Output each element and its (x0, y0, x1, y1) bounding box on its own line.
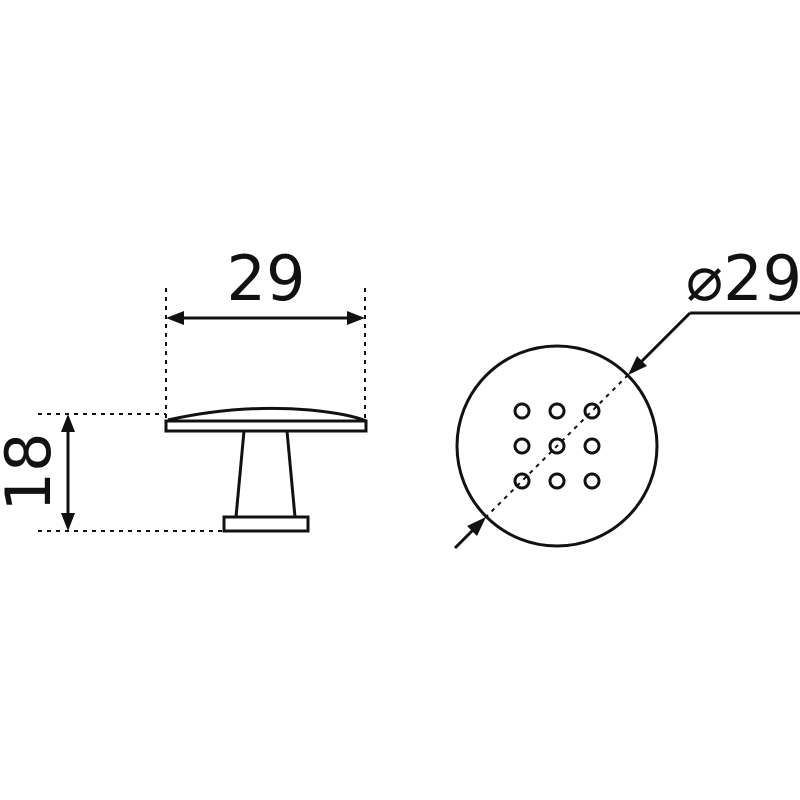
diameter-leader (638, 311, 692, 365)
knob-cap (164, 419, 368, 433)
hole (548, 472, 566, 490)
hole (548, 402, 566, 420)
hole (583, 472, 601, 490)
hole (513, 437, 531, 455)
diameter-dimension-label: ⌀29 (686, 242, 800, 315)
hole (548, 437, 566, 455)
hole (583, 402, 601, 420)
knob-cap-dome (167, 406, 367, 423)
height-arrow-bottom (61, 513, 75, 531)
knob-base (222, 515, 310, 533)
width-dimension-label: 29 (227, 242, 306, 315)
height-dimension-label: 18 (0, 433, 65, 512)
width-arrow-left (166, 311, 184, 325)
knob-face-outline (455, 344, 659, 548)
hole-pattern (513, 402, 601, 490)
width-arrow-right (347, 311, 365, 325)
hole (513, 402, 531, 420)
diameter-arrow-upper (628, 356, 647, 375)
hole (583, 437, 601, 455)
side-view: 29 18 (0, 242, 368, 533)
diameter-arrow-lower (467, 517, 486, 536)
knob-stem (234, 430, 297, 519)
hole (513, 472, 531, 490)
diameter-leader-lower (453, 527, 476, 550)
height-arrow-top (61, 414, 75, 432)
diameter-dimension-line (485, 374, 629, 518)
face-view: ⌀29 (453, 242, 800, 550)
